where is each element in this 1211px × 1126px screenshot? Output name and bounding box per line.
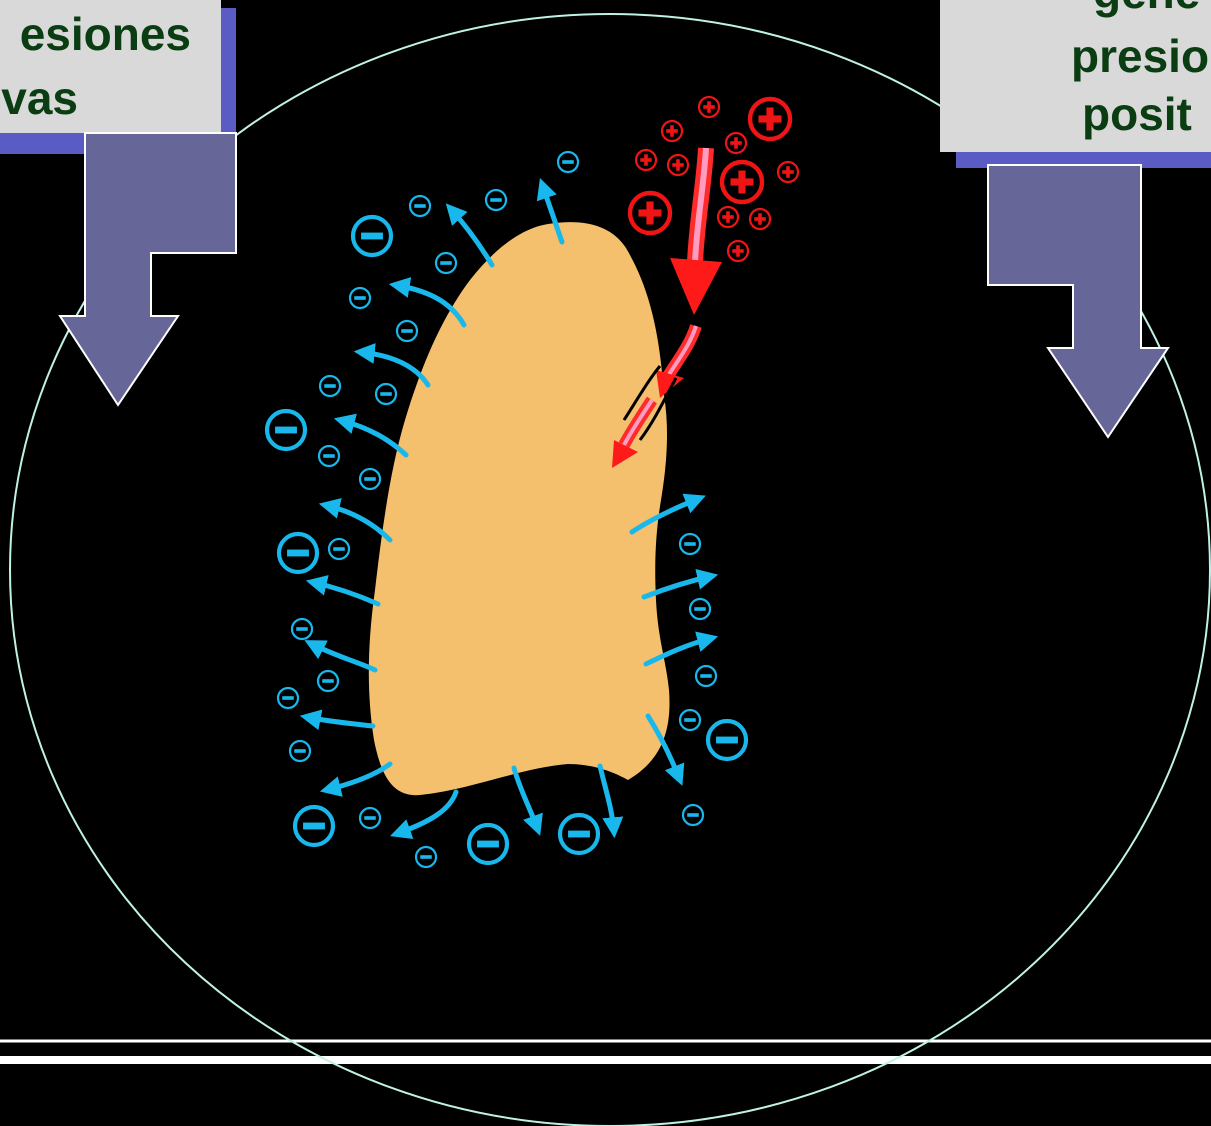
minus-sign-icon [558, 152, 578, 172]
right-bent-arrow-icon [988, 165, 1168, 437]
negative-pressure-arrow [326, 764, 390, 790]
minus-sign-icon [683, 805, 703, 825]
minus-sign-icon [469, 825, 507, 863]
minus-sign-icon [690, 599, 710, 619]
minus-sign-icon [696, 666, 716, 686]
plus-sign-icon [726, 133, 746, 153]
plus-sign-icon [662, 121, 682, 141]
plus-sign-icon [630, 193, 670, 233]
minus-sign-icon [290, 741, 310, 761]
plus-sign-icon [778, 162, 798, 182]
minus-sign-icon [295, 807, 333, 845]
minus-sign-icon [267, 411, 305, 449]
right-label-box: gene presio posit [940, 0, 1211, 168]
minus-sign-icon [708, 721, 746, 759]
minus-sign-icon [410, 196, 430, 216]
negative-pressure-arrow [312, 582, 378, 604]
minus-sign-icon [278, 688, 298, 708]
minus-sign-icon [320, 376, 340, 396]
floor-line-thin [0, 1040, 1211, 1042]
minus-sign-icon [680, 534, 700, 554]
minus-sign-icon [360, 469, 380, 489]
plus-sign-icon [636, 150, 656, 170]
minus-sign-icon [560, 815, 598, 853]
minus-sign-icon [329, 539, 349, 559]
minus-sign-icon [416, 847, 436, 867]
negative-pressure-arrow [514, 768, 538, 830]
negative-pressure-arrow [600, 766, 614, 832]
plus-sign-icon [728, 241, 748, 261]
minus-sign-icon [360, 808, 380, 828]
minus-sign-icon [292, 619, 312, 639]
negative-pressure-arrow [306, 717, 373, 726]
minus-sign-icon [436, 253, 456, 273]
right-label-line1: gene [1093, 0, 1200, 18]
left-bent-arrow-icon [60, 133, 236, 405]
minus-sign-icon [486, 190, 506, 210]
negative-pressure-arrow [360, 352, 428, 385]
plus-sign-icon [668, 155, 688, 175]
negative-pressure-arrow [310, 643, 375, 670]
lung-shape [369, 222, 670, 795]
plus-sign-icon [718, 207, 738, 227]
minus-sign-icon [279, 534, 317, 572]
minus-sign-icon [318, 671, 338, 691]
minus-sign-icon [319, 446, 339, 466]
negative-pressure-arrow [450, 208, 492, 265]
airflow-arrow-head-top [670, 258, 722, 315]
plus-sign-icon [750, 209, 770, 229]
plus-sign-icon [750, 99, 790, 139]
minus-sign-icon [376, 384, 396, 404]
negative-pressure-arrow [340, 420, 406, 455]
minus-sign-icon [680, 710, 700, 730]
minus-sign-icon [397, 321, 417, 341]
right-label-line3: posit [1082, 88, 1192, 140]
plus-sign-icon [699, 97, 719, 117]
left-label-line1: esiones [20, 8, 191, 60]
floor-lines [0, 1040, 1211, 1064]
minus-sign-icon [353, 217, 391, 255]
positive-pressure-symbols [630, 97, 798, 261]
left-label-line2: vas [1, 72, 78, 124]
plus-sign-icon [722, 162, 762, 202]
floor-line-thick [0, 1056, 1211, 1064]
airflow-arrow-head-middle [656, 370, 684, 398]
airflow-arrow-stripe-middle [668, 326, 696, 376]
left-label-box: esiones vas [0, 0, 236, 154]
minus-sign-icon [350, 288, 370, 308]
right-label-line2: presio [1071, 30, 1209, 82]
negative-pressure-arrow [325, 505, 390, 540]
negative-pressure-arrow [396, 792, 456, 834]
